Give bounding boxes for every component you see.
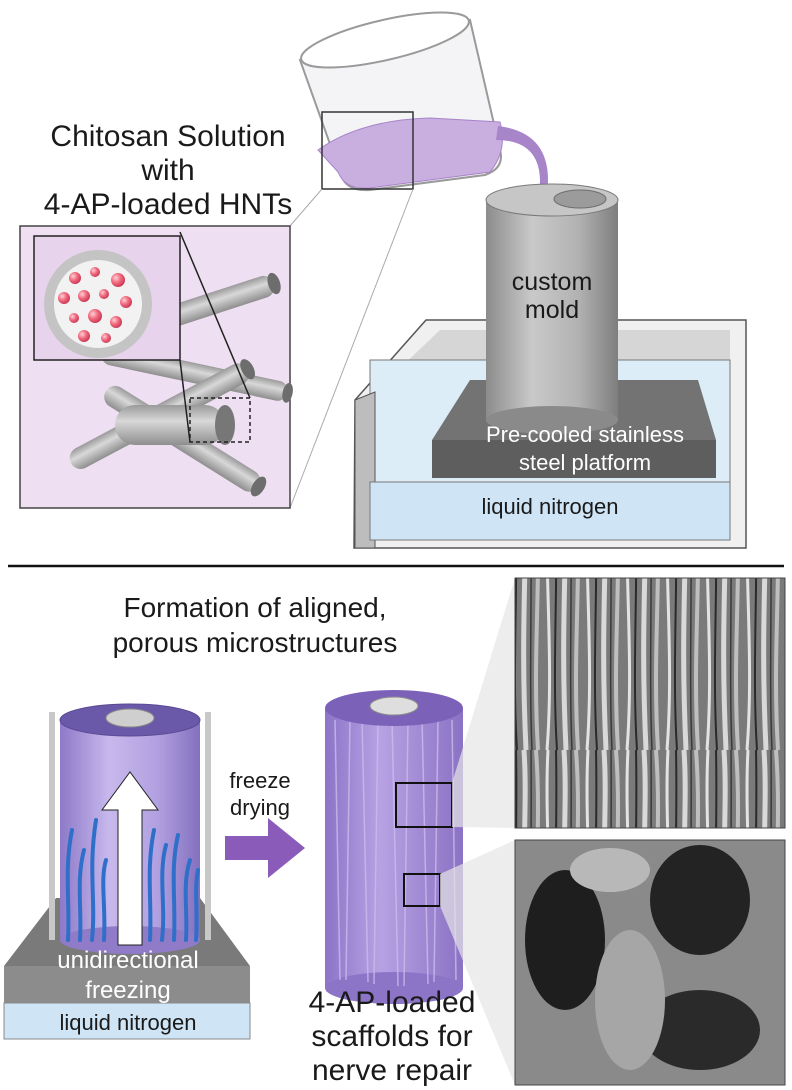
- zoom-connector: [289, 188, 414, 509]
- bottom-nitrogen-label: liquid nitrogen: [60, 1010, 197, 1035]
- scaffold-label-line2: scaffolds for: [311, 1020, 472, 1053]
- halloysite-nanotube-cross-section-icon: [33, 235, 181, 361]
- sem-connector-upper: [452, 578, 515, 828]
- custom-mold: [485, 183, 619, 434]
- scaffold-label-line1: 4-AP-loaded: [309, 986, 476, 1019]
- freezing-label-line2: freezing: [85, 977, 170, 1004]
- bottom-heading-line1: Formation of aligned,: [123, 592, 386, 623]
- platform-label-line1: Pre-cooled stainless: [486, 422, 684, 447]
- top-nitrogen-label: liquid nitrogen: [482, 494, 619, 519]
- sem-image-aligned-fibers: [514, 577, 786, 829]
- solution-label-line1: Chitosan Solution: [50, 120, 285, 153]
- scaffold-label-line3: nerve repair: [312, 1054, 472, 1087]
- solution-label-line2: with: [140, 154, 194, 187]
- bottom-heading-line2: porous microstructures: [113, 627, 398, 658]
- selection-box: [189, 397, 251, 443]
- freezing-label-line1: unidirectional: [57, 947, 198, 974]
- platform-label-line2: steel platform: [519, 450, 651, 475]
- up-arrow-icon: [101, 771, 159, 946]
- sem-image-pores: [514, 839, 786, 1086]
- solution-label-line3: 4-AP-loaded HNTs: [44, 188, 292, 221]
- sem-connector-lower: [440, 840, 515, 1085]
- arrow-label-line2: drying: [230, 795, 290, 820]
- nanotube-inset: [19, 225, 293, 509]
- mold-label-line2: mold: [525, 296, 579, 324]
- scaffold-cylinder: [325, 690, 463, 1004]
- freezing-assembly: [3, 703, 251, 1040]
- right-arrow-icon: [225, 818, 305, 878]
- ice-crystals: [65, 818, 200, 942]
- mold-label-line1: custom: [512, 268, 593, 296]
- pouring-beaker-icon: [298, 11, 548, 230]
- arrow-label-line1: freeze: [229, 768, 290, 793]
